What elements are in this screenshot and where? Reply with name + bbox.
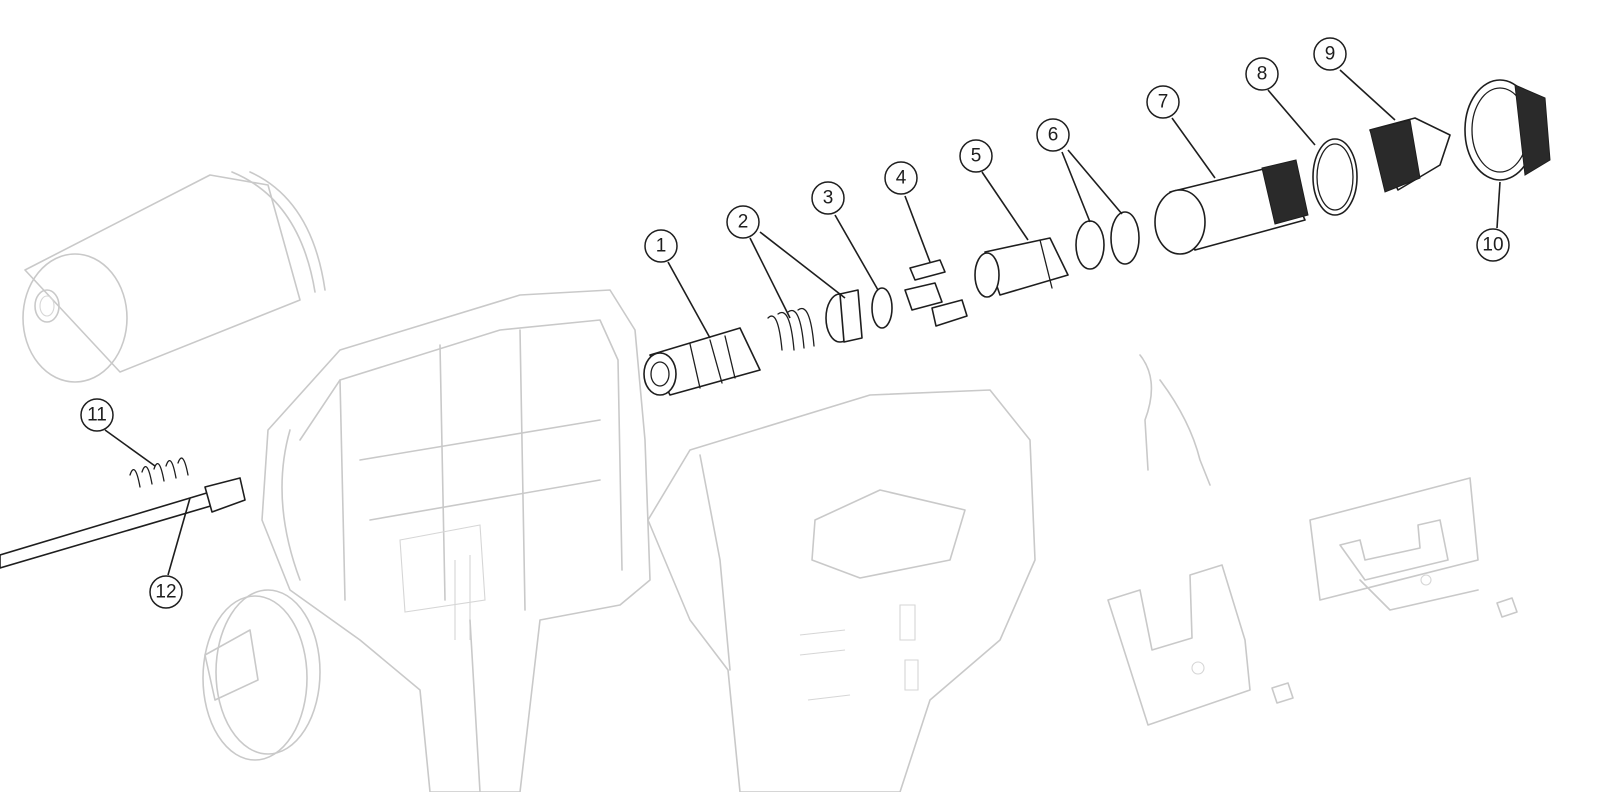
svg-text:12: 12 bbox=[155, 582, 176, 603]
ghost-wire-clip bbox=[1139, 354, 1211, 486]
part-1-shaft bbox=[643, 327, 761, 396]
svg-text:5: 5 bbox=[971, 146, 982, 167]
ghost-cap bbox=[202, 589, 321, 761]
leader-11 bbox=[104, 429, 156, 467]
part-11-spring bbox=[129, 457, 189, 488]
part-9-knurled-nozzle bbox=[1369, 117, 1451, 193]
callout-2: 2 bbox=[726, 205, 760, 239]
leader-6a bbox=[1061, 151, 1091, 223]
part-6-rings bbox=[1075, 211, 1140, 270]
leader-2a bbox=[749, 237, 791, 319]
svg-text:2: 2 bbox=[738, 212, 749, 233]
ghost-screw-left bbox=[1271, 682, 1294, 704]
leader-2b bbox=[759, 231, 846, 299]
leader-8 bbox=[1267, 89, 1316, 146]
callout-9: 9 bbox=[1313, 37, 1347, 71]
ghost-screw-right bbox=[1496, 597, 1518, 618]
svg-text:7: 7 bbox=[1158, 92, 1169, 113]
svg-text:4: 4 bbox=[896, 168, 907, 189]
ghost-housing-group bbox=[22, 171, 1518, 792]
callout-4: 4 bbox=[884, 161, 918, 195]
part-8-ring bbox=[1312, 138, 1358, 216]
leader-7 bbox=[1171, 117, 1216, 179]
components-group bbox=[0, 79, 1551, 569]
leader-3 bbox=[834, 214, 879, 291]
callout-5: 5 bbox=[959, 139, 993, 173]
leader-4 bbox=[904, 195, 931, 263]
svg-text:11: 11 bbox=[87, 405, 107, 426]
leader-9 bbox=[1339, 69, 1396, 121]
callouts: 1 2 3 4 5 6 7 8 bbox=[80, 37, 1510, 609]
part-7-housing-tube bbox=[1154, 159, 1309, 255]
part-2-spring-sleeve bbox=[767, 289, 863, 351]
callout-3: 3 bbox=[811, 181, 845, 215]
svg-text:6: 6 bbox=[1048, 125, 1059, 146]
part-3-ring bbox=[871, 287, 893, 329]
leader-12 bbox=[167, 497, 191, 576]
leader-10 bbox=[1496, 181, 1501, 229]
part-5-nozzle-body bbox=[974, 237, 1069, 298]
svg-text:10: 10 bbox=[1482, 235, 1503, 256]
svg-text:8: 8 bbox=[1257, 64, 1268, 85]
callout-12: 12 bbox=[149, 575, 183, 609]
callout-6: 6 bbox=[1036, 118, 1070, 152]
callout-7: 7 bbox=[1146, 85, 1180, 119]
leader-6b bbox=[1067, 149, 1123, 215]
callout-10: 10 bbox=[1476, 228, 1510, 262]
callout-11: 11 bbox=[80, 398, 114, 432]
ghost-canister bbox=[22, 171, 326, 383]
svg-text:3: 3 bbox=[823, 188, 834, 209]
callout-1: 1 bbox=[644, 229, 678, 263]
ghost-front-housing bbox=[647, 389, 1036, 792]
callout-8: 8 bbox=[1245, 57, 1279, 91]
svg-text:9: 9 bbox=[1325, 44, 1336, 65]
leader-1 bbox=[667, 261, 711, 339]
ghost-belt-hook-left bbox=[1107, 564, 1251, 726]
ghost-belt-hook-right bbox=[1309, 477, 1479, 611]
leader-5 bbox=[981, 171, 1029, 241]
part-10-end-cap bbox=[1464, 79, 1551, 181]
svg-text:1: 1 bbox=[656, 236, 667, 257]
part-4-wedges bbox=[904, 259, 968, 327]
leader-lines bbox=[104, 69, 1501, 576]
part-12-rod bbox=[0, 477, 246, 569]
ghost-main-frame bbox=[261, 289, 651, 792]
